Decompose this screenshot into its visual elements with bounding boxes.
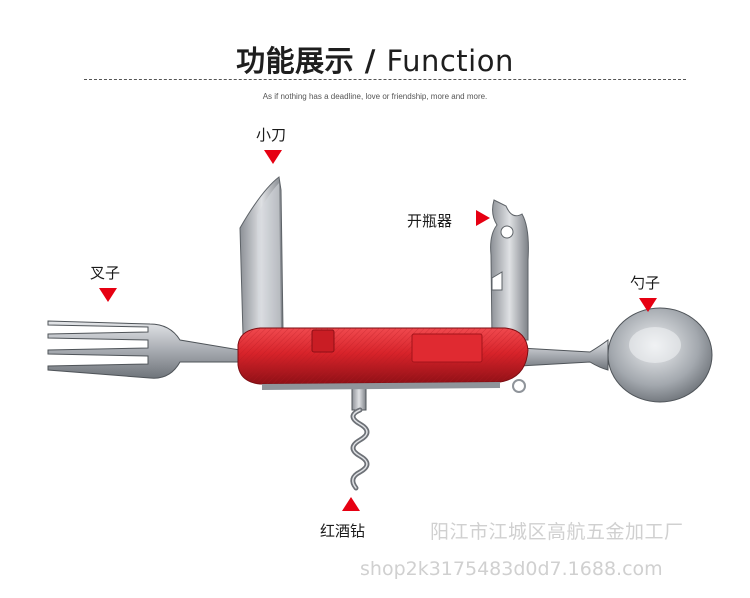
red-handle bbox=[237, 327, 529, 393]
corkscrew-arrow-icon bbox=[342, 497, 360, 511]
fork-label: 叉子 bbox=[90, 264, 121, 282]
title-chinese: 功能展示 bbox=[236, 44, 355, 78]
page-title: 功能展示 / Function bbox=[0, 38, 750, 80]
knife-arrow-icon bbox=[264, 150, 282, 164]
knife-label: 小刀 bbox=[256, 126, 287, 144]
fork bbox=[47, 320, 241, 379]
spoon bbox=[519, 307, 713, 403]
bottle-opener-arrow-icon bbox=[476, 210, 490, 226]
tagline: As if nothing has a deadline, love or fr… bbox=[262, 92, 488, 101]
title-separator: / bbox=[354, 44, 387, 78]
watermark-company: 阳江市江城区高航五金加工厂 bbox=[430, 521, 684, 543]
spoon-label: 勺子 bbox=[630, 274, 661, 292]
spoon-arrow-icon bbox=[639, 298, 657, 312]
watermark-url: shop2k3175483d0d7.1688.com bbox=[360, 558, 663, 580]
knife-blade bbox=[239, 176, 284, 336]
corkscrew-label: 红酒钻 bbox=[320, 522, 366, 540]
title-english: Function bbox=[386, 44, 514, 78]
corkscrew bbox=[350, 379, 370, 491]
fork-arrow-icon bbox=[99, 288, 117, 302]
bottle-opener-blade bbox=[490, 199, 529, 341]
title-divider bbox=[84, 79, 686, 80]
bottle-opener-label: 开瓶器 bbox=[407, 212, 453, 230]
